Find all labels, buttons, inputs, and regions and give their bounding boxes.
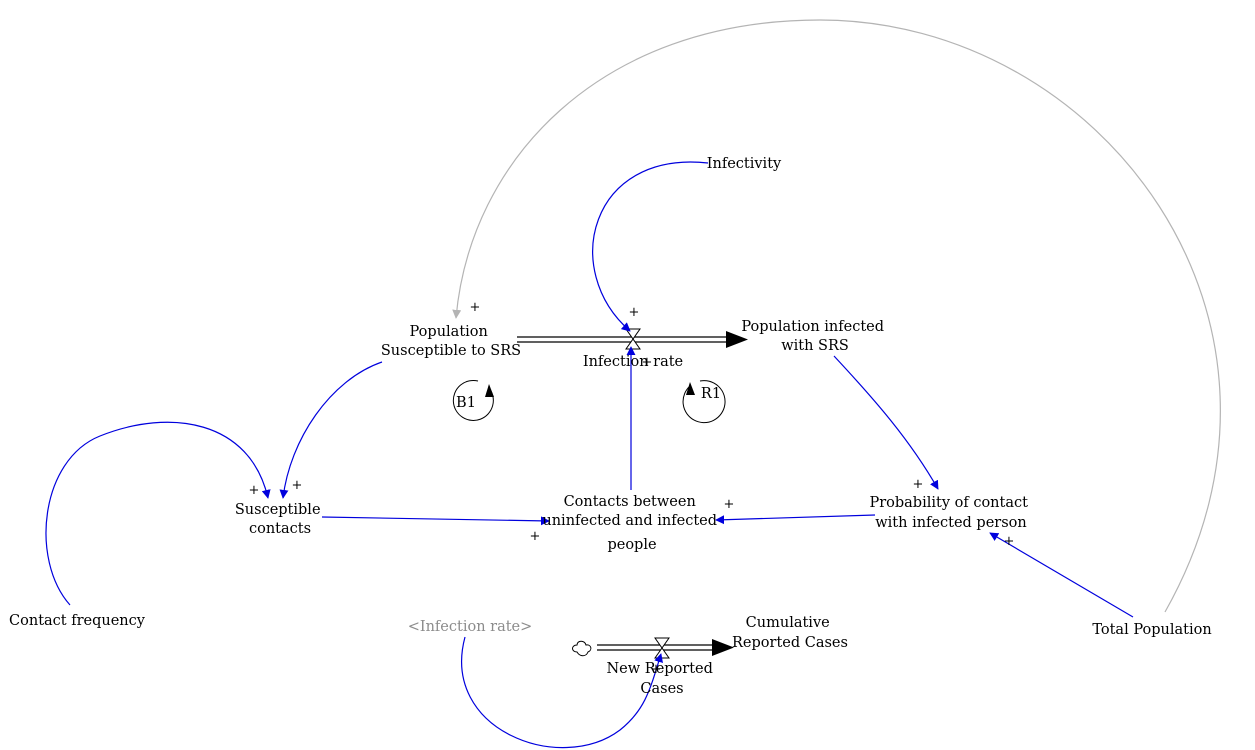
polarity-contacts-to-rate: + <box>642 355 653 370</box>
probability-contact-label: Probability of contact with infected per… <box>869 495 1032 531</box>
link-infectivity-to-infection-rate <box>592 161 709 332</box>
reported-cases-flow-pipe <box>597 639 734 656</box>
contacts-between-label: Contacts between uninfected and infected… <box>542 494 721 553</box>
polarity-infected-to-probability: + <box>913 477 924 492</box>
population-susceptible-label: Population Susceptible to SRS <box>381 324 521 359</box>
infection-rate-shadow-label: <Infection rate> <box>408 619 533 635</box>
loop-r1-indicator: R1 <box>682 380 726 424</box>
link-infection-rate-shadow-to-new-reported <box>461 636 663 749</box>
population-infected-label: Population infected with SRS <box>741 319 888 354</box>
cloud-source-icon <box>572 640 592 657</box>
polarity-probability-to-contacts-between: + <box>724 497 735 512</box>
link-probability-to-contacts-between <box>715 514 876 525</box>
link-total-population-to-susceptible <box>452 19 1221 613</box>
total-population-label: Total Population <box>1092 622 1211 638</box>
polarity-susceptible-contacts-to-contacts-between: + <box>530 529 541 544</box>
infection-rate-valve-icon <box>625 328 641 350</box>
link-contact-frequency-to-susceptible-contacts <box>45 421 271 606</box>
polarity-frequency-to-contacts: + <box>249 483 260 498</box>
contact-frequency-label: Contact frequency <box>9 613 146 629</box>
loop-r1-label: R1 <box>701 386 721 402</box>
polarity-infectivity-to-rate: + <box>629 305 640 320</box>
polarity-rate-shadow-to-new-reported: + <box>651 662 662 677</box>
link-total-population-to-probability <box>989 532 1134 618</box>
susceptible-contacts-label: Susceptible contacts <box>235 502 325 537</box>
link-susceptible-to-susceptible-contacts <box>279 361 383 499</box>
infectivity-label: Infectivity <box>707 156 782 172</box>
loop-b1-label: B1 <box>456 395 476 411</box>
new-reported-cases-valve-icon <box>654 637 670 659</box>
link-population-infected-to-probability <box>833 355 939 490</box>
polarity-susceptible-to-contacts: + <box>292 478 303 493</box>
new-reported-label: New Reported Cases <box>606 661 717 697</box>
loop-b1-indicator: B1 <box>452 379 494 421</box>
infection-rate-label: Infection rate <box>583 354 683 370</box>
polarity-susceptible-to-rate: + <box>470 300 481 315</box>
infection-flow-pipe <box>517 331 748 348</box>
link-susceptible-contacts-to-contacts-between <box>321 516 550 526</box>
polarity-total-population-to-probability: + <box>1004 534 1015 549</box>
cumulative-reported-label: Cumulative Reported Cases <box>732 615 848 651</box>
